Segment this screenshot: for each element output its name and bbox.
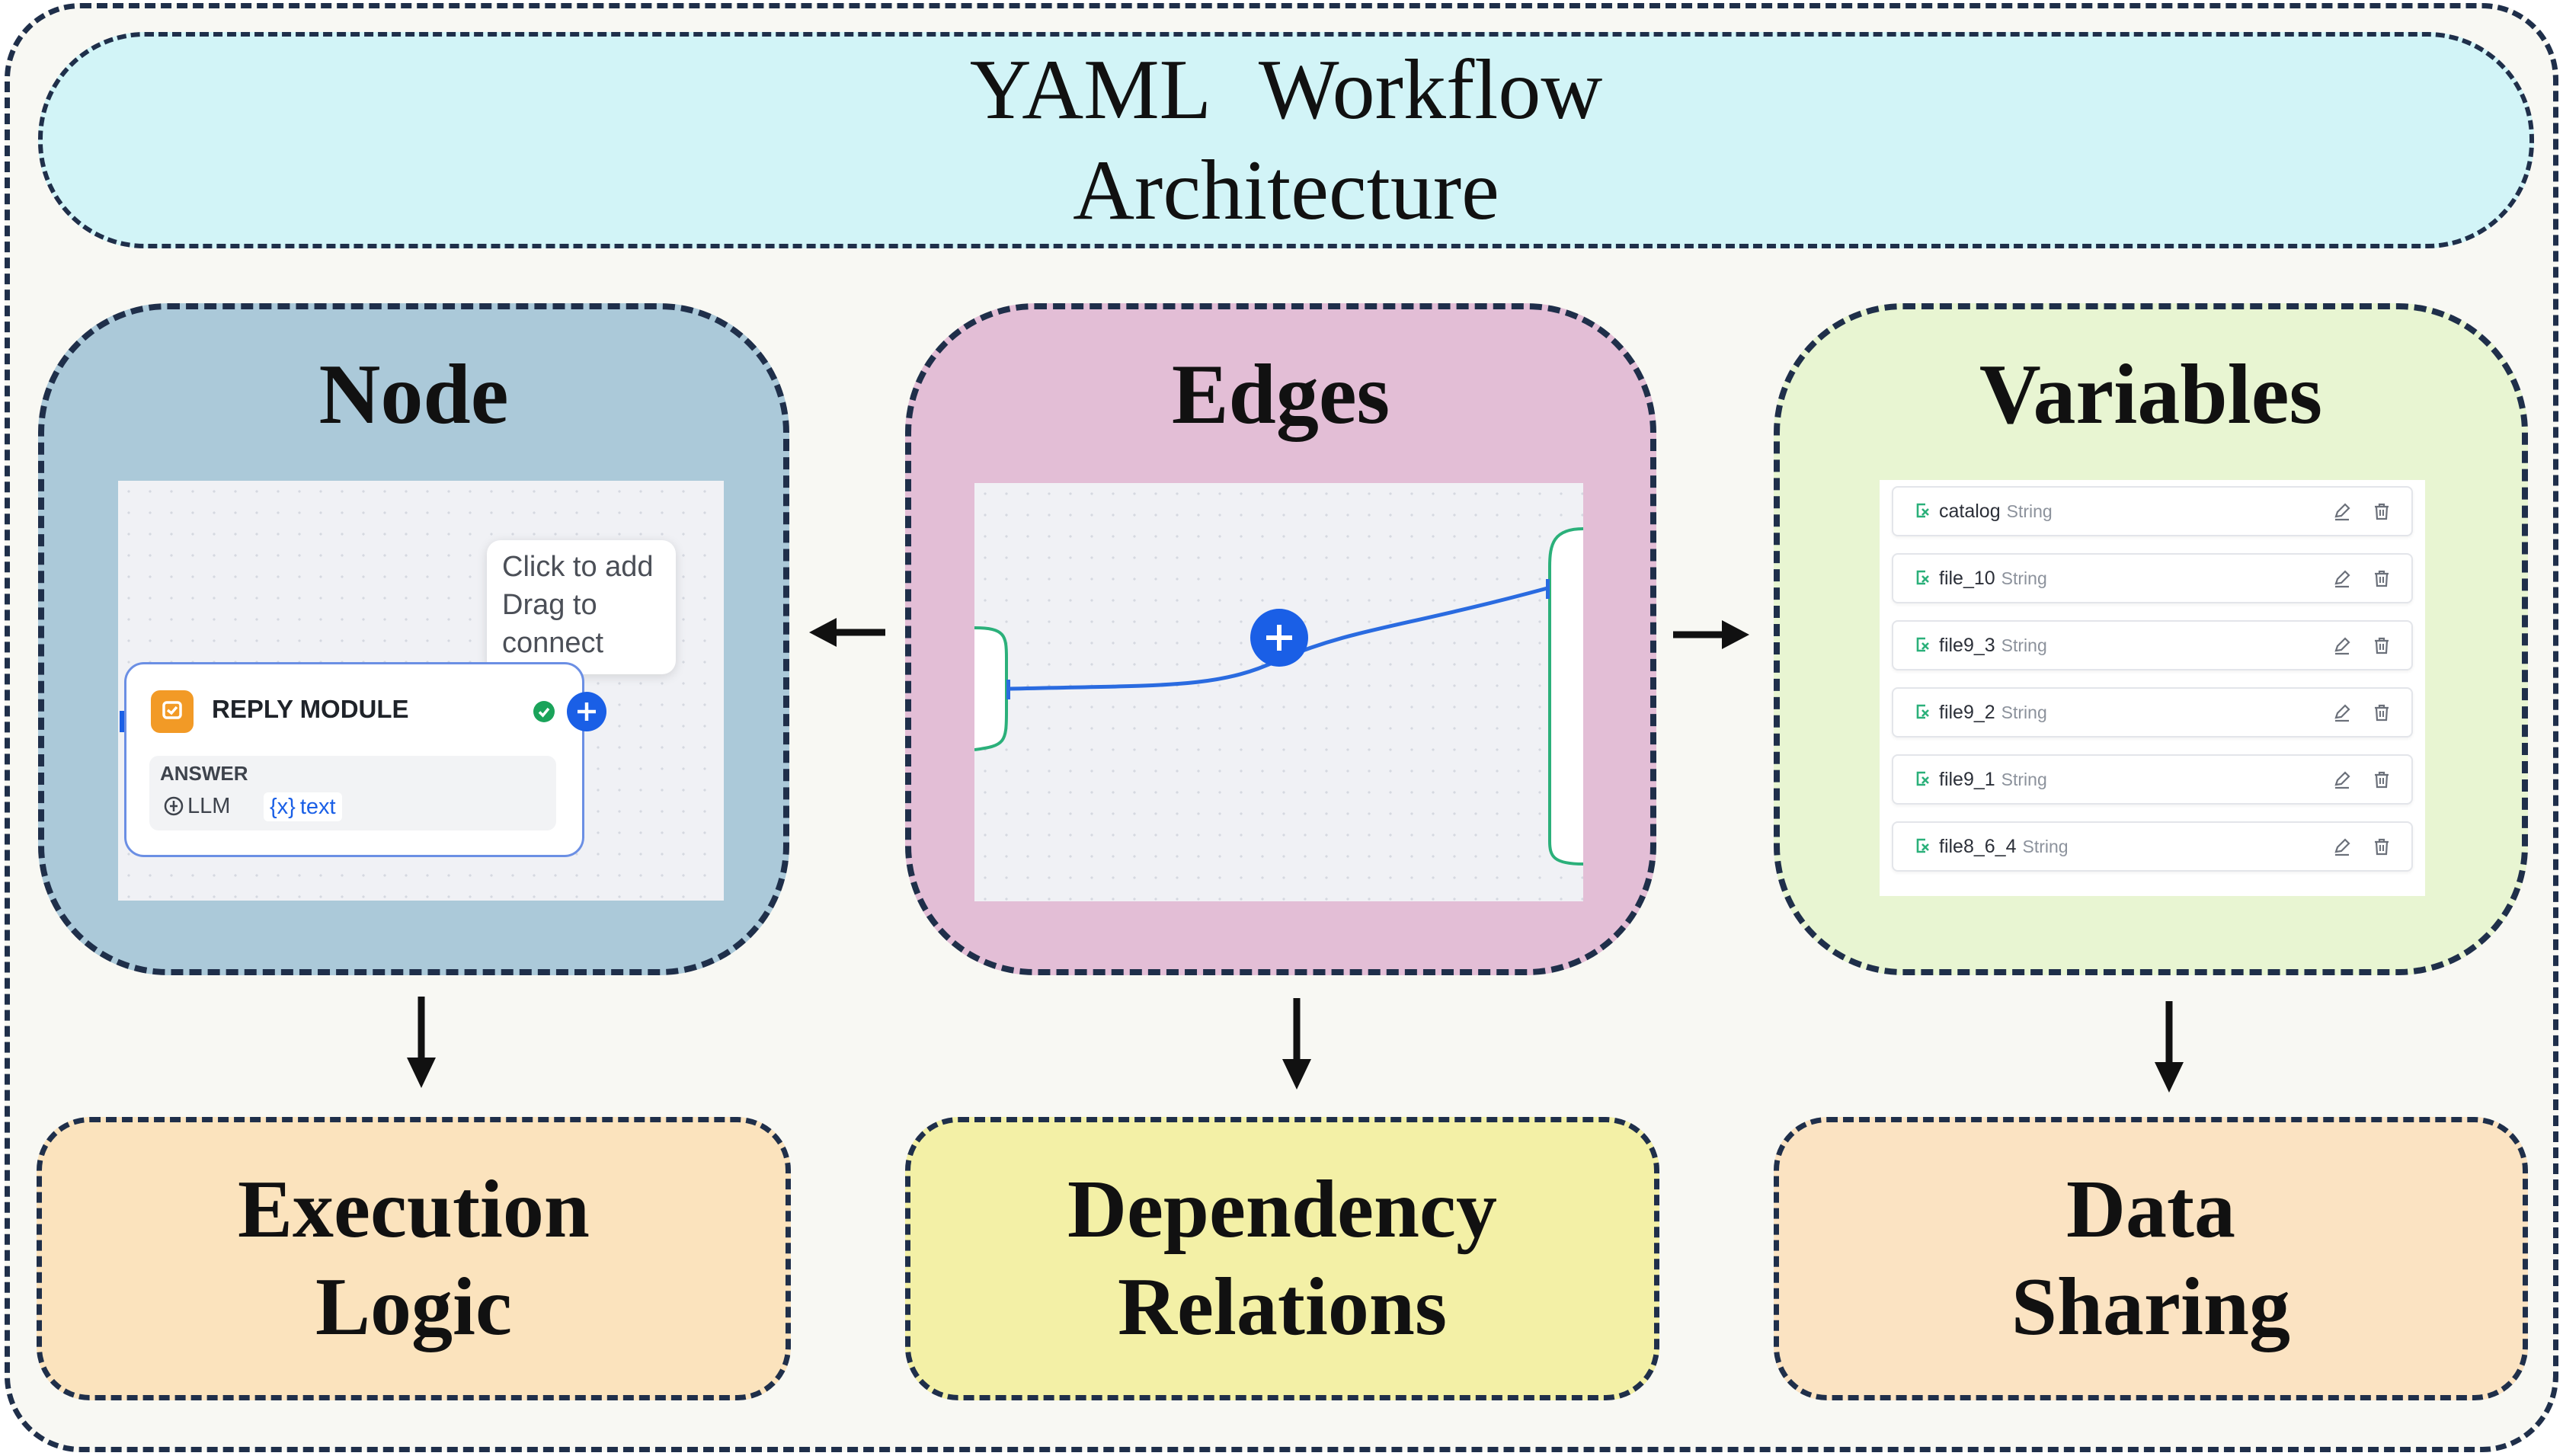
execution-line-2: Logic [315,1262,512,1352]
dependency-relations-box: Dependency Relations [905,1117,1659,1400]
variable-icon [1916,838,1929,853]
title-banner: YAML Workflow Architecture [38,32,2534,248]
check-circle-icon [533,701,555,722]
trash-icon[interactable] [2370,701,2393,724]
edge-target-handle [1546,579,1550,599]
arrow-edges-to-node [809,618,885,647]
trash-icon[interactable] [2370,500,2393,523]
trash-icon[interactable] [2370,634,2393,657]
variable-icon [1916,704,1929,719]
variable-row[interactable]: file9_3 String [1892,620,2413,670]
variable-name: file9_1 [1939,768,1995,790]
llm-icon [164,796,184,816]
answer-field[interactable]: ANSWER LLM {x} text [149,756,556,830]
execution-logic-label: Execution Logic [238,1161,590,1356]
variable-type: String [2006,501,2053,521]
arrow-edges-to-variables [1673,620,1749,649]
variable-name: file8_6_4 [1939,835,2017,857]
title-line-2: Architecture [1073,143,1499,238]
trash-icon[interactable] [2370,768,2393,791]
edges-panel-title: Edges [1171,347,1390,442]
variable-chip-label: text [299,794,336,819]
trash-icon[interactable] [2370,567,2393,590]
tooltip-line-3: connect [502,627,604,659]
variable-icon [1916,771,1929,786]
variable-row[interactable]: file_10 String [1892,553,2413,603]
variable-type: String [2001,702,2047,722]
edit-icon[interactable] [2331,634,2353,657]
data-sharing-box: Data Sharing [1774,1117,2528,1400]
data-line-1: Data [2066,1164,2235,1255]
arrow-edges-to-dependency [1282,998,1311,1090]
llm-chip-label: LLM [187,793,231,818]
variable-name: catalog [1939,500,2001,522]
edit-icon[interactable] [2331,768,2353,791]
answer-label: ANSWER [160,762,248,785]
variable-icon [1916,637,1929,652]
module-icon [151,690,194,733]
variable-name: file9_2 [1939,701,1995,723]
variable-type: String [2001,568,2047,588]
variable-chip: {x} text [264,792,342,821]
variable-name: file9_3 [1939,634,1995,656]
node-screenshot: Click to add Drag to connect REPLY MODUL… [118,481,724,901]
variable-icon [1916,503,1929,518]
variable-name: file_10 [1939,567,1995,589]
data-sharing-label: Data Sharing [2011,1161,2290,1356]
variable-row[interactable]: file9_2 String [1892,687,2413,738]
dependency-relations-label: Dependency Relations [1067,1161,1497,1356]
left-node-stub [974,626,1008,751]
reply-module-node[interactable]: REPLY MODULE ANSWER LLM {x} text [124,662,606,857]
variable-chip-icon: {x} [270,794,296,819]
llm-chip: LLM [163,791,230,821]
add-edge-node-button[interactable] [1250,609,1308,667]
edit-icon[interactable] [2331,500,2353,523]
execution-logic-box: Execution Logic [37,1117,791,1400]
data-line-2: Sharing [2011,1262,2291,1352]
edit-icon[interactable] [2331,701,2353,724]
execution-line-1: Execution [237,1164,590,1255]
variables-panel-title: Variables [1979,347,2323,442]
tooltip-line-2: Drag to [502,589,597,621]
edges-screenshot [974,483,1583,901]
variable-icon [1916,570,1929,585]
tooltip-line-1: Click to add [502,551,654,583]
edge-source-handle [1006,680,1010,699]
variable-type: String [2022,836,2069,856]
diagram-title: YAML Workflow Architecture [970,40,1603,241]
add-icon[interactable] [567,692,606,731]
edit-icon[interactable] [2331,567,2353,590]
edge-canvas [974,527,1583,866]
title-line-1: YAML Workflow [969,43,1603,137]
variable-type: String [2001,769,2047,789]
node-input-handle[interactable] [120,711,124,732]
arrow-variables-to-data [2155,1001,2184,1093]
right-node-stub [1548,527,1583,866]
node-panel-title: Node [318,347,509,442]
dependency-line-1: Dependency [1067,1164,1497,1255]
trash-icon[interactable] [2370,835,2393,858]
add-node-tooltip: Click to add Drag to connect [487,540,676,674]
arrow-node-to-execution [407,997,436,1088]
module-name: REPLY MODULE [212,695,409,723]
edit-icon[interactable] [2331,835,2353,858]
variable-row[interactable]: file9_1 String [1892,754,2413,805]
dependency-line-2: Relations [1118,1262,1447,1352]
variable-type: String [2001,635,2047,655]
